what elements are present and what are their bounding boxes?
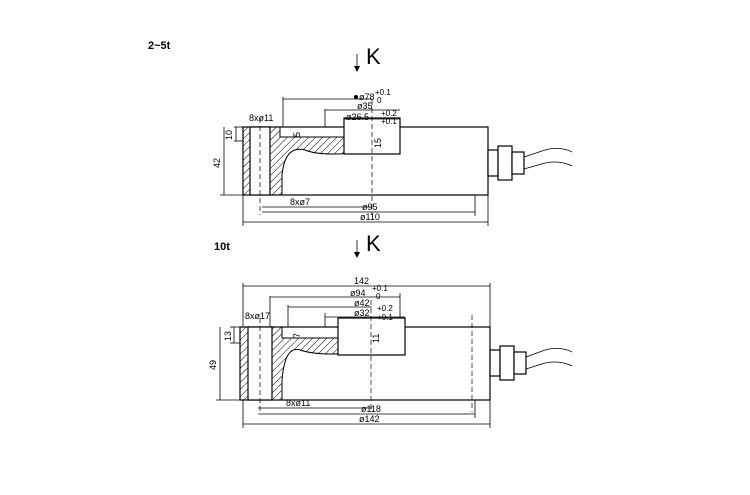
dim-d78-tol-lower: 0 bbox=[377, 96, 382, 105]
dim-d35: ø35 bbox=[357, 101, 373, 111]
cable-lower bbox=[525, 361, 573, 370]
dim-h7: 7 bbox=[292, 333, 302, 338]
diagram-2-5t: 2~5t K ø78 +0.1 0 ø35 ø26.5 +0. bbox=[148, 40, 573, 226]
dim-len142: 142 bbox=[354, 276, 369, 286]
dim-d32-tol-lower: +0.1 bbox=[377, 313, 393, 322]
section-hatch-left bbox=[242, 126, 251, 196]
load-label: K bbox=[366, 231, 381, 256]
cable-upper bbox=[523, 148, 573, 158]
dim-h42: 42 bbox=[212, 158, 222, 168]
gland-body bbox=[497, 145, 513, 181]
dim-d94-tol-lower: 0 bbox=[376, 292, 381, 301]
load-arrow-head-icon bbox=[354, 252, 360, 258]
dim-holes-bottom: 8xø7 bbox=[290, 197, 310, 207]
dim-d142: ø142 bbox=[359, 414, 380, 424]
gland-nut bbox=[487, 149, 499, 177]
dim-d95: ø95 bbox=[362, 202, 378, 212]
dim-d32: ø32 bbox=[354, 308, 370, 318]
dim-d26: ø26.5 bbox=[346, 112, 369, 122]
dim-h5: 5 bbox=[292, 132, 302, 137]
dim-holes-top: 8xø17 bbox=[245, 311, 270, 321]
dim-holes-top: 8xø11 bbox=[249, 113, 273, 123]
dim-d26-tol-upper: +0.2 bbox=[381, 109, 397, 118]
gland-tail bbox=[511, 151, 525, 175]
dim-d94-tol-upper: +0.1 bbox=[372, 284, 388, 293]
section-hatch-left bbox=[239, 326, 249, 401]
dim-d78-tol-upper: +0.1 bbox=[375, 88, 391, 97]
load-label: K bbox=[366, 44, 381, 69]
gland-nut bbox=[489, 349, 501, 377]
bolt-hole-section bbox=[247, 326, 273, 401]
load-arrow-head-icon bbox=[354, 66, 360, 72]
dim-h49: 49 bbox=[208, 360, 218, 370]
diagram-title: 2~5t bbox=[148, 40, 171, 52]
dim-d32-tol-upper: +0.2 bbox=[377, 304, 393, 313]
dim-d94: ø94 bbox=[350, 288, 366, 298]
dim-h15: 15 bbox=[373, 138, 383, 148]
gland-tail bbox=[513, 351, 527, 375]
dim-h11: 11 bbox=[371, 334, 381, 343]
dim-d118: ø118 bbox=[361, 404, 381, 414]
dim-d26-tol-lower: +0.1 bbox=[381, 117, 397, 126]
dim-d42: ø42 bbox=[354, 298, 370, 308]
diameter-symbol-icon bbox=[354, 95, 358, 99]
cable-lower bbox=[523, 161, 573, 170]
load-button-pocket bbox=[337, 317, 406, 356]
dim-holes-bottom: 8xø11 bbox=[286, 398, 310, 408]
cable-upper bbox=[525, 348, 573, 358]
dim-d110: ø110 bbox=[360, 212, 380, 222]
diagram-10t: 10t K 142 ø94 +0.1 0 ø42 bbox=[208, 231, 573, 428]
dim-h10: 10 bbox=[224, 130, 234, 140]
dim-d78: ø78 bbox=[359, 92, 375, 102]
gland-body bbox=[499, 345, 515, 381]
diagram-title: 10t bbox=[214, 241, 230, 253]
dim-h13: 13 bbox=[223, 331, 233, 341]
